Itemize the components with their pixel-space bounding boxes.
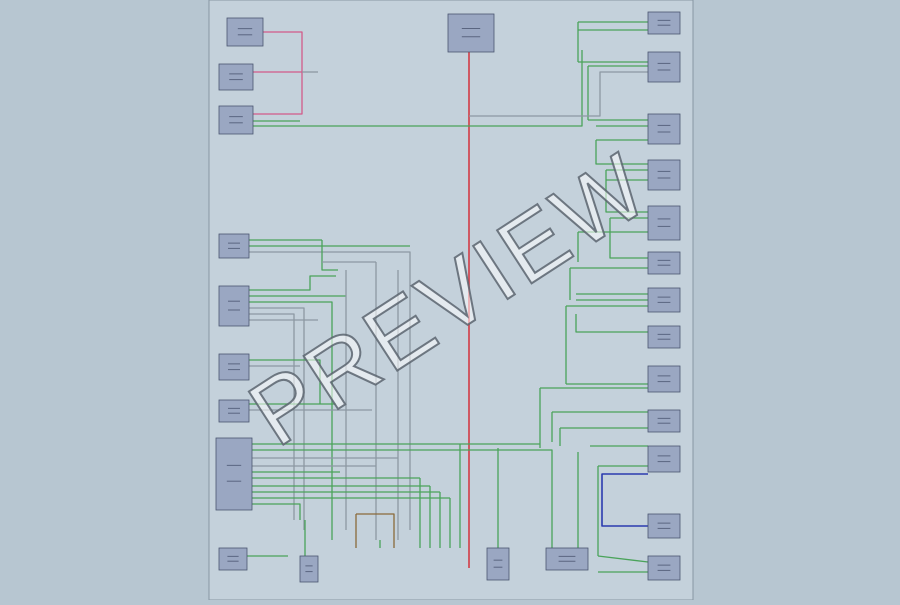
module-box (486, 547, 510, 581)
module-box (226, 17, 264, 47)
left-mid-module-1 (218, 233, 250, 259)
module-box (647, 555, 681, 581)
module-box (218, 353, 250, 381)
module-box (647, 445, 681, 473)
left-big-module (215, 437, 253, 511)
wire-gray (249, 313, 295, 520)
wire-green (609, 218, 648, 259)
module-box (218, 547, 248, 571)
left-mid-module-3 (218, 353, 250, 381)
module-box (218, 105, 254, 135)
wire-green (249, 301, 333, 540)
right-module-10 (647, 409, 681, 433)
module-box (218, 399, 250, 423)
module-box (647, 325, 681, 349)
right-module-5 (647, 205, 681, 241)
wire-gray (249, 307, 305, 530)
right-module-2 (647, 51, 681, 83)
right-module-8 (647, 325, 681, 349)
module-box (647, 113, 681, 145)
wire-gray (469, 71, 648, 117)
right-module-12 (647, 513, 681, 539)
bottom-left-module (299, 555, 319, 583)
right-module-3 (647, 113, 681, 145)
bottom-right-module (545, 547, 589, 571)
wire-green (575, 314, 648, 333)
module-box (647, 205, 681, 241)
left-upper-module-3 (218, 105, 254, 135)
module-box (647, 287, 681, 313)
wire-layer (247, 21, 649, 573)
module-box (218, 285, 250, 327)
left-mid-module-2 (218, 285, 250, 327)
wire-green (321, 240, 338, 271)
wire-gray (249, 251, 411, 530)
left-mid-module-4 (218, 399, 250, 423)
module-box (647, 159, 681, 191)
wire-green (253, 50, 583, 127)
wire-brown (356, 513, 395, 548)
right-module-7 (647, 287, 681, 313)
module-box (545, 547, 589, 571)
left-bottom-module (218, 547, 248, 571)
wire-green (595, 140, 648, 165)
module-box (647, 11, 681, 35)
module-layer (215, 11, 681, 583)
right-module-1 (647, 11, 681, 35)
module-box (647, 365, 681, 393)
module-box (218, 63, 254, 91)
wire-green (520, 449, 553, 548)
module-box (647, 409, 681, 433)
right-module-9 (647, 365, 681, 393)
module-box (647, 51, 681, 83)
left-upper-module-1 (226, 17, 264, 47)
wire-green (597, 555, 649, 563)
module-box (218, 233, 250, 259)
module-box (215, 437, 253, 511)
right-module-4 (647, 159, 681, 191)
right-module-11 (647, 445, 681, 473)
bottom-center-module (486, 547, 510, 581)
wire-blue (601, 473, 648, 527)
wire-green (605, 170, 648, 213)
module-box (447, 13, 495, 53)
wire-pink (253, 31, 303, 115)
module-box (647, 251, 681, 275)
wire-green (249, 359, 321, 404)
wire-green (249, 275, 336, 291)
right-module-6 (647, 251, 681, 275)
module-box (299, 555, 319, 583)
right-module-13 (647, 555, 681, 581)
module-box (647, 513, 681, 539)
left-upper-module-2 (218, 63, 254, 91)
top-center-module (447, 13, 495, 53)
wire-green (252, 503, 301, 520)
